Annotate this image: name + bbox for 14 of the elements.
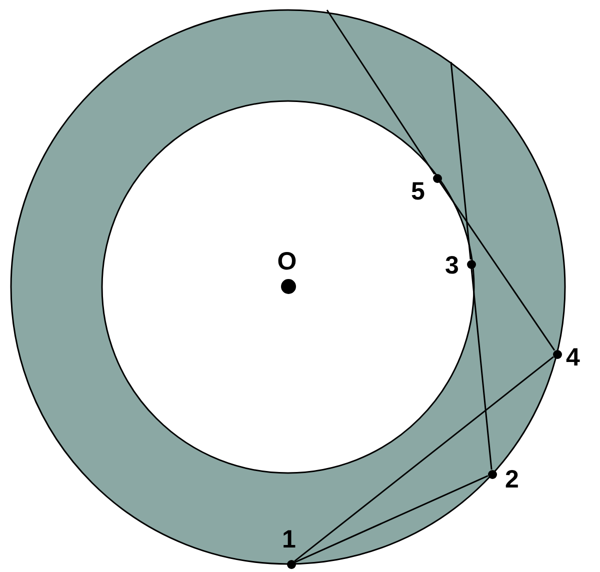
point-label: 3 — [445, 254, 459, 278]
line-segment — [450, 62, 472, 260]
line-segment — [438, 181, 556, 351]
point-label: 4 — [566, 346, 580, 370]
point-dot — [466, 260, 476, 268]
line-segment — [294, 475, 488, 563]
point-label: 2 — [505, 468, 519, 492]
line-segment — [470, 268, 492, 470]
point-dot — [280, 278, 296, 294]
line-segment — [326, 10, 436, 175]
point-label: 1 — [282, 528, 296, 552]
line-segment — [294, 356, 554, 562]
point-label: O — [277, 250, 297, 274]
point-label: 5 — [411, 180, 425, 204]
